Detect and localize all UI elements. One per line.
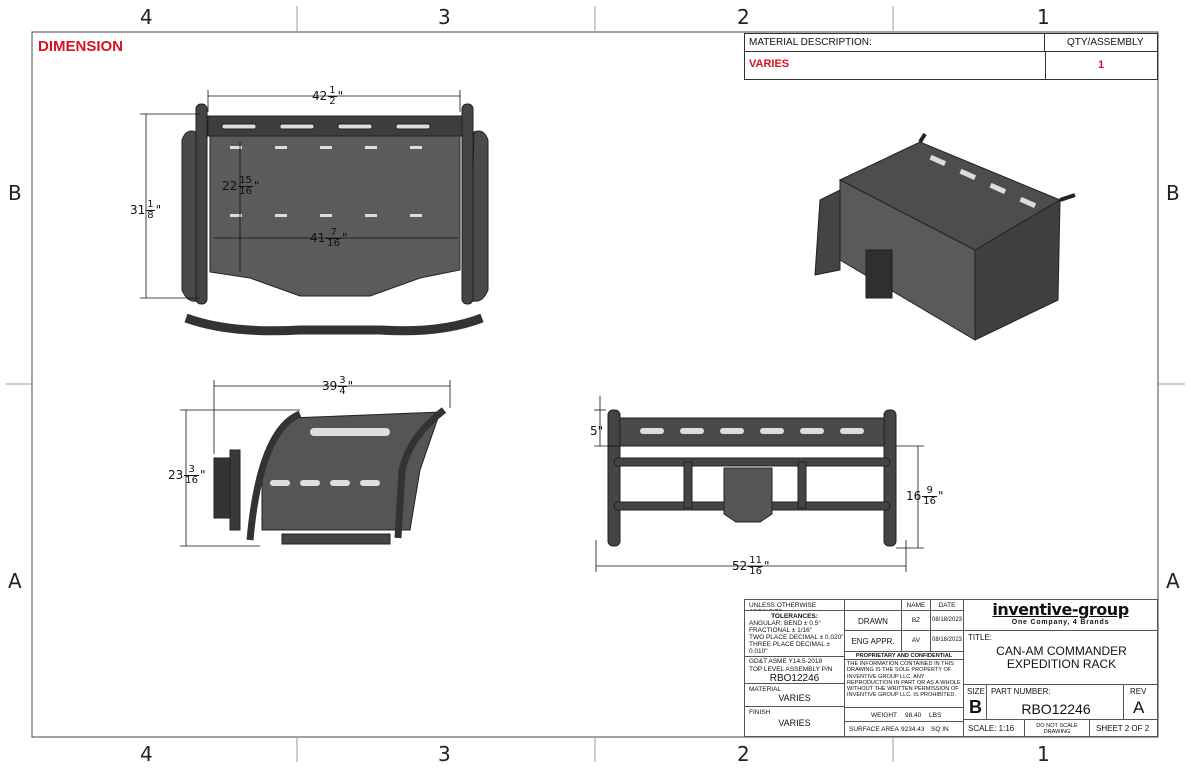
zone-top-2: 2 xyxy=(737,5,750,29)
eng-label: ENG APPR. xyxy=(844,630,902,652)
do-not-scale: DO NOT SCALE DRAWING xyxy=(1024,719,1090,737)
zone-bottom-4: 4 xyxy=(140,742,153,766)
tolerances-cell: TOLERANCES: ANGULAR: BEND ± 0.5° FRACTIO… xyxy=(744,610,845,657)
zone-left-B: B xyxy=(8,181,22,205)
weight-header: WEIGHT xyxy=(871,712,897,719)
part-header: PART NUMBER: xyxy=(991,687,1051,696)
finish-header: FINISH xyxy=(749,709,771,716)
rev-header: REV xyxy=(1130,687,1147,696)
tol-line-3: TWO PLACE DECIMAL ± 0.020" xyxy=(749,634,844,641)
drawn-name: BZ xyxy=(901,610,931,631)
title-header: TITLE: xyxy=(968,633,993,642)
size-header: SIZE xyxy=(967,687,985,696)
rev-value: A xyxy=(1133,698,1145,717)
proprietary-text: THE INFORMATION CONTAINED IN THIS DRAWIN… xyxy=(847,661,961,699)
weight-value: 98.40 xyxy=(905,712,922,719)
logo-tagline: One Company, 4 Brands xyxy=(1011,619,1110,626)
logo-wordmark: inventive-group xyxy=(992,600,1129,619)
surface-unit: SQ IN xyxy=(931,726,949,733)
sheet: SHEET 2 OF 2 xyxy=(1089,719,1158,737)
zone-top-3: 3 xyxy=(438,5,451,29)
zone-right-B: B xyxy=(1166,181,1180,205)
part-value: RBO12246 xyxy=(1021,701,1091,717)
zone-top-1: 1 xyxy=(1037,5,1050,29)
title-line-1: CAN-AM COMMANDER xyxy=(996,644,1127,658)
qty-header: QTY/ASSEMBLY xyxy=(1067,37,1144,48)
material-desc-value: VARIES xyxy=(749,58,790,70)
top-level-value: RBO12246 xyxy=(769,673,820,684)
qty-value: 1 xyxy=(1098,59,1105,71)
tol-line-1: ANGULAR: BEND ± 0.5° xyxy=(749,620,821,627)
weight-unit: LBS xyxy=(929,712,942,719)
gdt-standard: GD&T ASME Y14.5-2018 xyxy=(749,658,823,665)
title-line-2: EXPEDITION RACK xyxy=(1006,657,1117,671)
zone-bottom-1: 1 xyxy=(1037,742,1050,766)
scale: SCALE: 1:16 xyxy=(963,719,1025,737)
material-block: MATERIAL DESCRIPTION: QTY/ASSEMBLY VARIE… xyxy=(744,33,1158,80)
material-value: VARIES xyxy=(778,693,811,703)
unless-specified: UNLESS OTHERWISE SPECIFIED xyxy=(749,602,817,610)
material-desc-header: MATERIAL DESCRIPTION: xyxy=(749,37,872,48)
proprietary-header: PROPRIETARY AND CONFIDENTIAL xyxy=(845,652,963,661)
zone-left-A: A xyxy=(8,569,22,593)
logo: inventive-group One Company, 4 Brands xyxy=(963,599,1158,631)
zone-top-4: 4 xyxy=(140,5,153,29)
zone-right-A: A xyxy=(1166,569,1180,593)
surface-value: 9234.43 xyxy=(901,726,925,733)
finish-value: VARIES xyxy=(778,718,811,728)
surface-header: SURFACE AREA xyxy=(849,726,899,733)
top-level-header: TOP LEVEL ASSEMBLY P/N xyxy=(749,666,833,673)
dim-front-top: 5" xyxy=(590,424,604,438)
dimension-label: DIMENSION xyxy=(38,38,124,55)
eng-name: AV xyxy=(901,630,931,652)
tolerances-header: TOLERANCES: xyxy=(771,613,818,620)
zone-bottom-3: 3 xyxy=(438,742,451,766)
material-header: MATERIAL xyxy=(749,686,782,693)
drawn-date: 08/18/2023 xyxy=(930,610,964,631)
zone-bottom-2: 2 xyxy=(737,742,750,766)
drawn-label: DRAWN xyxy=(844,610,902,631)
tol-line-2: FRACTIONAL ± 1/16" xyxy=(749,627,813,634)
eng-date: 08/18/2023 xyxy=(930,630,964,652)
size-value: B xyxy=(969,697,982,717)
tol-line-4: THREE PLACE DECIMAL ± 0.010" xyxy=(749,641,830,655)
